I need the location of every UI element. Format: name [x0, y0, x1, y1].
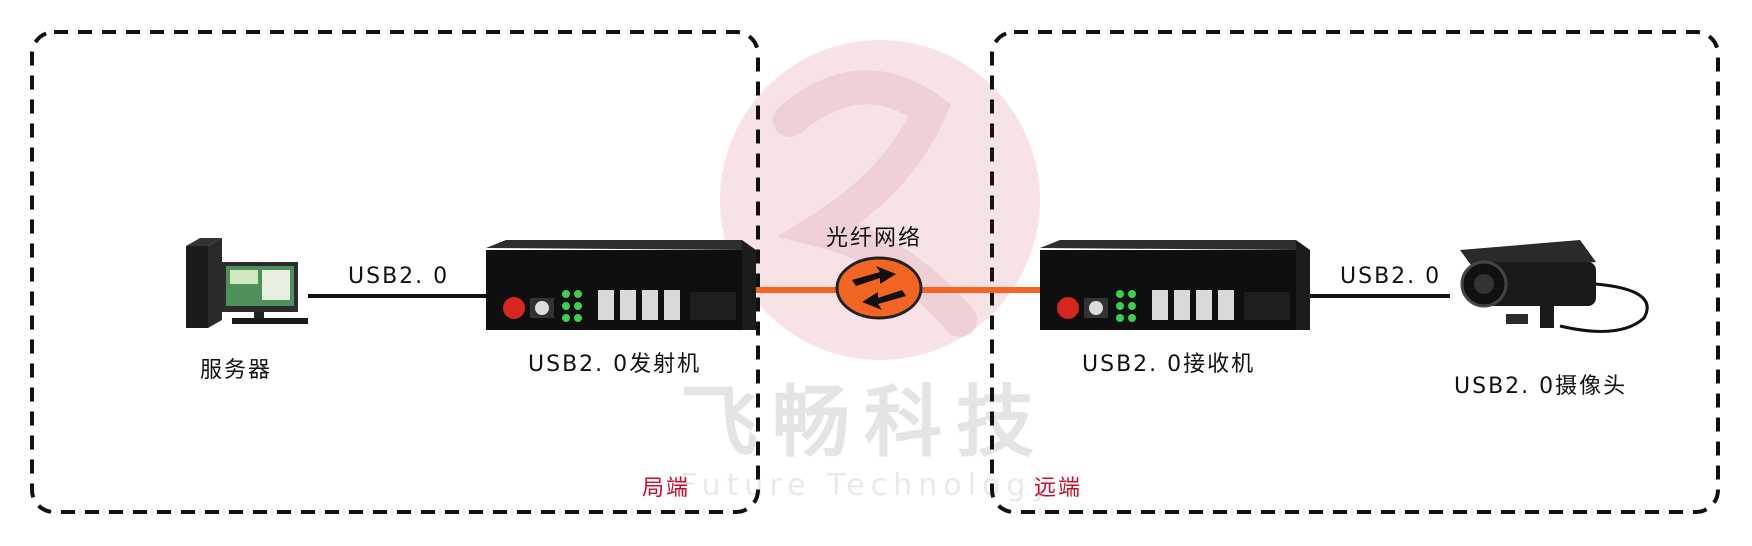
fiber-network-label: 光纤网络 — [826, 226, 923, 251]
receiver-label: USB2. 0接收机 — [1082, 352, 1256, 377]
receiver-device-icon — [1040, 240, 1310, 330]
remote-zone-box — [990, 30, 1720, 514]
local-zone-label: 局端 — [642, 476, 691, 501]
camera-label: USB2. 0摄像头 — [1454, 374, 1628, 399]
watermark-company-name: 飞畅科技 — [680, 378, 1049, 468]
server-label: 服务器 — [200, 358, 273, 383]
local-zone-box — [30, 30, 760, 514]
fiber-network-icon — [835, 256, 923, 320]
transmitter-label: USB2. 0发射机 — [528, 352, 702, 377]
server-icon — [186, 238, 308, 328]
server-link-label: USB2. 0 — [348, 264, 450, 289]
transmitter-device-icon — [486, 240, 756, 330]
camera-icon — [1460, 240, 1649, 333]
remote-zone-label: 远端 — [1034, 476, 1083, 501]
watermark-english-name: Future Technology — [680, 468, 1056, 503]
camera-link-label: USB2. 0 — [1340, 264, 1442, 289]
